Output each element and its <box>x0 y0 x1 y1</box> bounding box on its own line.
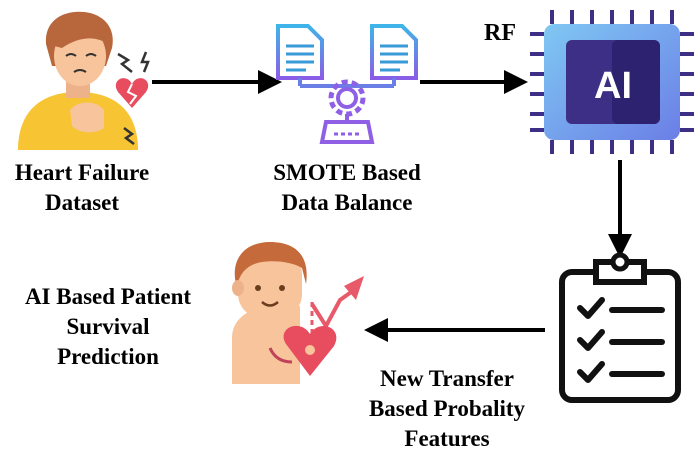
features-label-line-2: Based Probality <box>368 396 526 421</box>
smote-label-line-1: SMOTE Based <box>273 160 421 185</box>
arrow-smote-to-rf <box>420 70 528 94</box>
prediction-label-line-1: AI Based Patient <box>24 284 192 309</box>
rf-label: RF <box>484 20 516 46</box>
ai-chip-icon: AI <box>530 10 694 154</box>
clipboard-checklist-icon <box>559 252 681 403</box>
chip-text: AI <box>594 65 632 107</box>
dataset-label-line-2: Dataset <box>44 190 120 215</box>
features-label-line-1: New Transfer <box>380 366 514 391</box>
arrow-dataset-to-smote <box>152 70 282 94</box>
smote-label: SMOTE Based Data Balance <box>252 158 442 218</box>
heart-failure-patient-icon <box>18 11 150 150</box>
document-balance-gear-icon <box>276 24 418 144</box>
features-label-line-3: Features <box>404 426 490 451</box>
prediction-label-line-2: Survival <box>66 314 150 339</box>
arrow-rf-to-features <box>608 160 632 258</box>
prediction-label: AI Based Patient Survival Prediction <box>0 282 216 372</box>
dataset-label: Heart Failure Dataset <box>6 158 158 218</box>
patient-heart-trend-icon <box>232 242 364 384</box>
prediction-label-line-3: Prediction <box>57 344 159 369</box>
smote-label-line-2: Data Balance <box>281 190 413 215</box>
arrow-features-to-prediction <box>364 318 545 342</box>
dataset-label-line-1: Heart Failure <box>14 160 150 185</box>
features-label: New Transfer Based Probality Features <box>342 364 552 454</box>
